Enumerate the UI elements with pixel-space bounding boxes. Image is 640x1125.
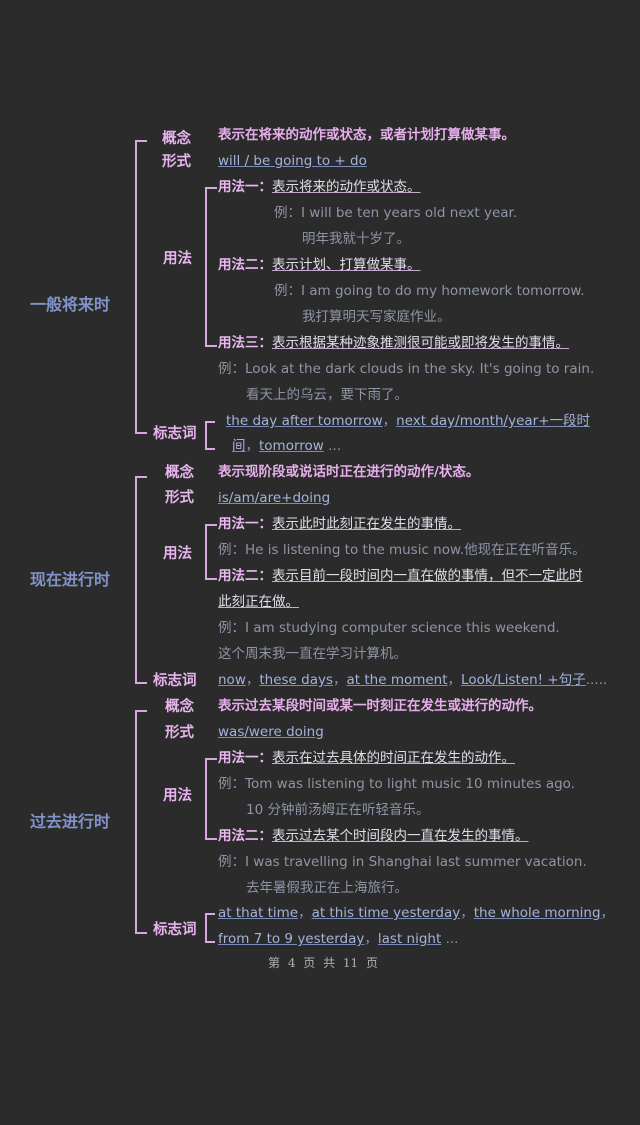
usage-label: 用法二：	[218, 828, 272, 844]
example-en: 例：I am going to do my homework tomorrow.	[274, 283, 585, 299]
signal-words: at that time，at this time yesterday，the …	[218, 905, 615, 921]
example-en: 例：I am studying computer science this we…	[218, 620, 560, 636]
usage-label: 用法一：	[218, 516, 272, 532]
signal-word: the whole morning	[473, 905, 601, 921]
usage-3: 用法三：表示根据某种迹象推测很可能或即将发生的事情。	[218, 333, 569, 353]
signal-words: the day after tomorrow，next day/month/ye…	[226, 413, 591, 429]
example-zh: 这个周末我一直在学习计算机。	[218, 646, 407, 662]
usage-2: 用法二：表示目前一段时间内一直在做的事情，但不一定此时	[218, 566, 583, 586]
form-text: will / be going to + do	[218, 153, 367, 169]
tense-title: 一般将来时	[30, 295, 111, 314]
bracket	[205, 187, 217, 347]
signal-word: at this time yesterday	[311, 905, 461, 921]
page-number: 第 4 页 共 11 页	[268, 956, 378, 970]
ellipsis: ...	[445, 931, 459, 947]
example-zh: 去年暑假我正在上海旅行。	[246, 880, 408, 896]
form-text: is/am/are+doing	[218, 490, 331, 506]
example-en: 例：Tom was listening to light music 10 mi…	[218, 776, 575, 792]
signal-word: last night	[377, 931, 442, 947]
signal-word: from 7 to 9 yesterday	[218, 931, 365, 947]
usage-2-cont: 此刻正在做。	[218, 592, 299, 612]
concept-text: 表示现阶段或说话时正在进行的动作/状态。	[218, 464, 480, 480]
signal-word: at the moment	[346, 672, 448, 688]
concept-label: 概念	[165, 465, 194, 481]
ellipsis: .....	[585, 672, 608, 688]
signal-words-line2: 间，tomorrow ...	[232, 438, 342, 454]
usage-text: 表示根据某种迹象推测很可能或即将发生的事情。	[272, 335, 569, 351]
usage-text: 表示计划、打算做某事。	[272, 257, 421, 273]
signal-label: 标志词	[153, 922, 197, 938]
signal-word: tomorrow	[259, 438, 324, 454]
tense-title: 过去进行时	[30, 812, 111, 831]
concept-text: 表示在将来的动作或状态，或者计划打算做某事。	[218, 127, 515, 143]
signal-label: 标志词	[153, 426, 197, 442]
bracket	[205, 758, 217, 840]
form-label: 形式	[162, 154, 191, 170]
bracket	[205, 913, 215, 943]
bracket	[135, 710, 147, 934]
bracket	[205, 421, 215, 450]
signal-word: Look/Listen! +句子	[461, 672, 586, 688]
usage-label: 用法一：	[218, 750, 272, 766]
usage-label: 用法	[163, 546, 192, 562]
signal-word: these days	[259, 672, 334, 688]
usage-text: 表示目前一段时间内一直在做的事情，但不一定此时	[272, 568, 583, 584]
usage-text: 表示将来的动作或状态。	[272, 179, 421, 195]
example-en: 例：I will be ten years old next year.	[274, 205, 518, 221]
usage-text: 表示过去某个时间段内一直在发生的事情。	[272, 828, 529, 844]
example-zh: 明年我就十岁了。	[302, 231, 410, 247]
usage-text: 表示在过去具体的时间正在发生的动作。	[272, 750, 515, 766]
form-label: 形式	[165, 725, 194, 741]
example-zh: 10 分钟前汤姆正在听轻音乐。	[246, 802, 430, 818]
usage-1: 用法一：表示将来的动作或状态。	[218, 177, 421, 197]
usage-label: 用法三：	[218, 335, 272, 351]
usage-2: 用法二：表示过去某个时间段内一直在发生的事情。	[218, 826, 529, 846]
signal-words: now，these days，at the moment，Look/Listen…	[218, 672, 608, 688]
usage-label: 用法二：	[218, 257, 272, 273]
bracket	[135, 140, 147, 434]
tense-title: 现在进行时	[30, 570, 111, 589]
signal-word: 间	[232, 438, 246, 454]
example-en: 例：I was travelling in Shanghai last summ…	[218, 854, 587, 870]
usage-label: 用法二：	[218, 568, 272, 584]
signal-label: 标志词	[153, 673, 197, 689]
signal-word: at that time	[218, 905, 299, 921]
usage-text: 此刻正在做。	[218, 594, 299, 610]
usage-1: 用法一：表示在过去具体的时间正在发生的动作。	[218, 748, 515, 768]
example-zh: 我打算明天写家庭作业。	[302, 309, 451, 325]
signal-word: next day/month/year+一段时	[396, 413, 591, 429]
signal-word: the day after tomorrow	[226, 413, 383, 429]
usage-2: 用法二：表示计划、打算做某事。	[218, 255, 421, 275]
signal-words-line2: from 7 to 9 yesterday，last night ...	[218, 931, 459, 947]
form-label: 形式	[165, 490, 194, 506]
form-text: was/were doing	[218, 724, 324, 740]
signal-word: now	[218, 672, 246, 688]
usage-text: 表示此时此刻正在发生的事情。	[272, 516, 461, 532]
example-en: 例：Look at the dark clouds in the sky. It…	[218, 361, 595, 377]
example-zh: 看天上的乌云，要下雨了。	[246, 387, 408, 403]
usage-label: 用法	[163, 788, 192, 804]
example-en: 例：He is listening to the music now.他现在正在…	[218, 542, 586, 558]
concept-text: 表示过去某段时间或某一时刻正在发生或进行的动作。	[218, 698, 542, 714]
bracket	[205, 524, 217, 580]
usage-label: 用法一：	[218, 179, 272, 195]
concept-label: 概念	[162, 131, 191, 147]
usage-label: 用法	[163, 251, 192, 267]
bracket	[135, 476, 147, 684]
usage-1: 用法一：表示此时此刻正在发生的事情。	[218, 514, 461, 534]
concept-label: 概念	[165, 699, 194, 715]
ellipsis: ...	[328, 438, 342, 454]
